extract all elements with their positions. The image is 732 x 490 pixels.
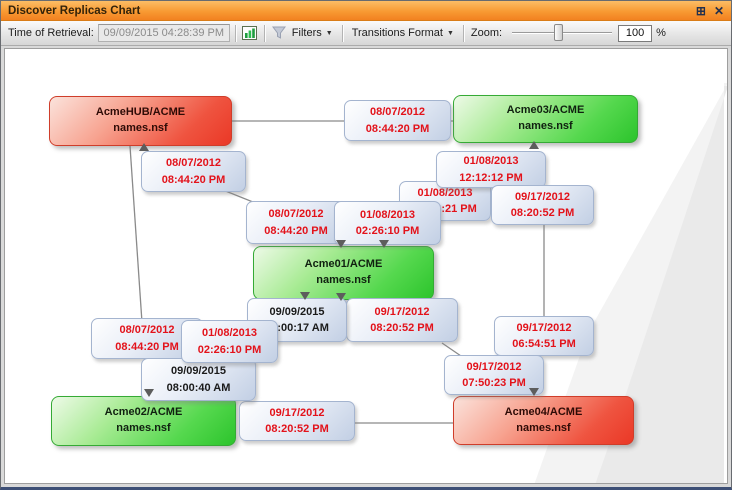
toolbar-separator bbox=[235, 25, 236, 42]
toolbar-separator bbox=[342, 25, 343, 42]
edge-label-time: 07:50:23 PM bbox=[462, 375, 526, 392]
toolbar: Time of Retrieval: 09/09/2015 04:28:39 P… bbox=[1, 21, 731, 46]
edge-label-date: 01/08/2013 bbox=[360, 207, 415, 224]
replica-node-acme02[interactable]: Acme02/ACMEnames.nsf bbox=[51, 396, 236, 446]
edge-label-09-17-2012[interactable]: 09/17/201206:54:51 PM bbox=[494, 316, 594, 356]
edge-label-08-07-2012[interactable]: 08/07/201208:44:20 PM bbox=[246, 201, 346, 244]
zoom-percent-sign: % bbox=[656, 27, 666, 39]
edge-label-date: 08/07/2012 bbox=[166, 155, 221, 172]
edge-label-09-17-2012[interactable]: 09/17/201208:20:52 PM bbox=[239, 401, 355, 441]
toolbar-separator bbox=[463, 25, 464, 42]
edge-label-date: 01/08/2013 bbox=[463, 153, 518, 170]
filters-button-label: Filters bbox=[292, 27, 322, 39]
edge-label-date: 09/17/2012 bbox=[466, 359, 521, 376]
replica-node-acme03[interactable]: Acme03/ACMEnames.nsf bbox=[453, 95, 638, 143]
node-database-name: names.nsf bbox=[116, 421, 170, 437]
edge-label-09-17-2012[interactable]: 09/17/201207:50:23 PM bbox=[444, 355, 544, 395]
time-of-retrieval-label: Time of Retrieval: bbox=[8, 27, 94, 39]
caret-down-icon: ▼ bbox=[326, 30, 333, 37]
replica-chart-canvas: 08/07/201208:44:20 PM08/07/201208:44:20 … bbox=[4, 48, 728, 484]
edge-label-01-08-2013[interactable]: 01/08/201302:26:10 PM bbox=[334, 201, 441, 245]
edge-label-time: 08:20:52 PM bbox=[370, 320, 434, 337]
edge-label-date: 08/07/2012 bbox=[370, 104, 425, 121]
time-of-retrieval-field[interactable]: 09/09/2015 04:28:39 PM bbox=[98, 24, 230, 42]
node-server-name: AcmeHUB/ACME bbox=[96, 105, 185, 121]
zoom-label: Zoom: bbox=[471, 27, 502, 39]
edge-label-time: 02:26:10 PM bbox=[198, 342, 262, 359]
edge-label-time: 06:54:51 PM bbox=[512, 336, 576, 353]
edge-label-date: 09/09/2015 bbox=[269, 304, 324, 321]
node-server-name: Acme01/ACME bbox=[305, 257, 383, 273]
edge-label-time: 08:44:20 PM bbox=[162, 172, 226, 189]
edge-label-time: 08:00:40 AM bbox=[167, 380, 231, 397]
chart-area-frame: 08/07/201208:44:20 PM08/07/201208:44:20 … bbox=[1, 46, 731, 487]
toolbar-separator bbox=[264, 25, 265, 42]
edge-label-date: 09/17/2012 bbox=[516, 320, 571, 337]
edge-label-01-08-2013[interactable]: 01/08/201312:12:12 PM bbox=[436, 151, 546, 188]
edge-label-09-09-2015[interactable]: 09/09/201508:00:40 AM bbox=[141, 358, 256, 401]
zoom-slider-thumb[interactable] bbox=[554, 24, 563, 41]
transitions-format-button[interactable]: Transitions Format ▼ bbox=[348, 25, 458, 41]
edge-label-08-07-2012[interactable]: 08/07/201208:44:20 PM bbox=[141, 151, 246, 192]
edge-label-date: 09/17/2012 bbox=[515, 189, 570, 206]
replica-node-acme04[interactable]: Acme04/ACMEnames.nsf bbox=[453, 396, 634, 445]
caret-down-icon: ▼ bbox=[447, 30, 454, 37]
edge-label-09-17-2012[interactable]: 09/17/201208:20:52 PM bbox=[346, 298, 458, 342]
node-database-name: names.nsf bbox=[316, 273, 370, 289]
node-server-name: Acme02/ACME bbox=[105, 405, 183, 421]
edge-label-date: 08/07/2012 bbox=[119, 322, 174, 339]
edge-label-08-07-2012[interactable]: 08/07/201208:44:20 PM bbox=[344, 100, 451, 141]
window-title: Discover Replicas Chart bbox=[8, 5, 688, 17]
node-server-name: Acme04/ACME bbox=[505, 405, 583, 421]
edge-label-09-17-2012[interactable]: 09/17/201208:20:52 PM bbox=[491, 185, 594, 225]
edge-label-date: 08/07/2012 bbox=[268, 206, 323, 223]
edge-label-time: 08:20:52 PM bbox=[511, 205, 575, 222]
maximize-icon[interactable]: ⊞ bbox=[696, 2, 706, 20]
edge-label-01-08-2013[interactable]: 01/08/201302:26:10 PM bbox=[181, 320, 278, 363]
zoom-slider[interactable] bbox=[512, 24, 612, 42]
zoom-value-input[interactable]: 100 bbox=[618, 25, 652, 42]
transitions-format-label: Transitions Format bbox=[352, 27, 443, 39]
node-server-name: Acme03/ACME bbox=[507, 103, 585, 119]
node-database-name: names.nsf bbox=[113, 121, 167, 137]
close-icon[interactable]: ✕ bbox=[714, 2, 724, 20]
edge-label-date: 01/08/2013 bbox=[202, 325, 257, 342]
filters-button[interactable]: Filters ▼ bbox=[288, 25, 337, 41]
edge-label-time: 08:44:20 PM bbox=[115, 339, 179, 356]
bar-chart-icon[interactable] bbox=[241, 25, 259, 41]
edge-label-date: 09/09/2015 bbox=[171, 363, 226, 380]
funnel-icon[interactable] bbox=[270, 25, 288, 41]
replica-node-acme01[interactable]: Acme01/ACMEnames.nsf bbox=[253, 246, 434, 300]
edge-label-time: 08:44:20 PM bbox=[264, 223, 328, 240]
node-database-name: names.nsf bbox=[516, 421, 570, 437]
title-bar: Discover Replicas Chart ⊞ ✕ bbox=[1, 1, 731, 21]
node-database-name: names.nsf bbox=[518, 119, 572, 135]
edge-label-time: 08:20:52 PM bbox=[265, 421, 329, 438]
edge-label-time: 12:12:12 PM bbox=[459, 170, 523, 187]
edge-label-time: 08:44:20 PM bbox=[366, 121, 430, 138]
replica-node-acmehub[interactable]: AcmeHUB/ACMEnames.nsf bbox=[49, 96, 232, 146]
edge-label-date: 09/17/2012 bbox=[374, 304, 429, 321]
edge-label-time: 02:26:10 PM bbox=[356, 223, 420, 240]
edge-label-date: 09/17/2012 bbox=[269, 405, 324, 422]
